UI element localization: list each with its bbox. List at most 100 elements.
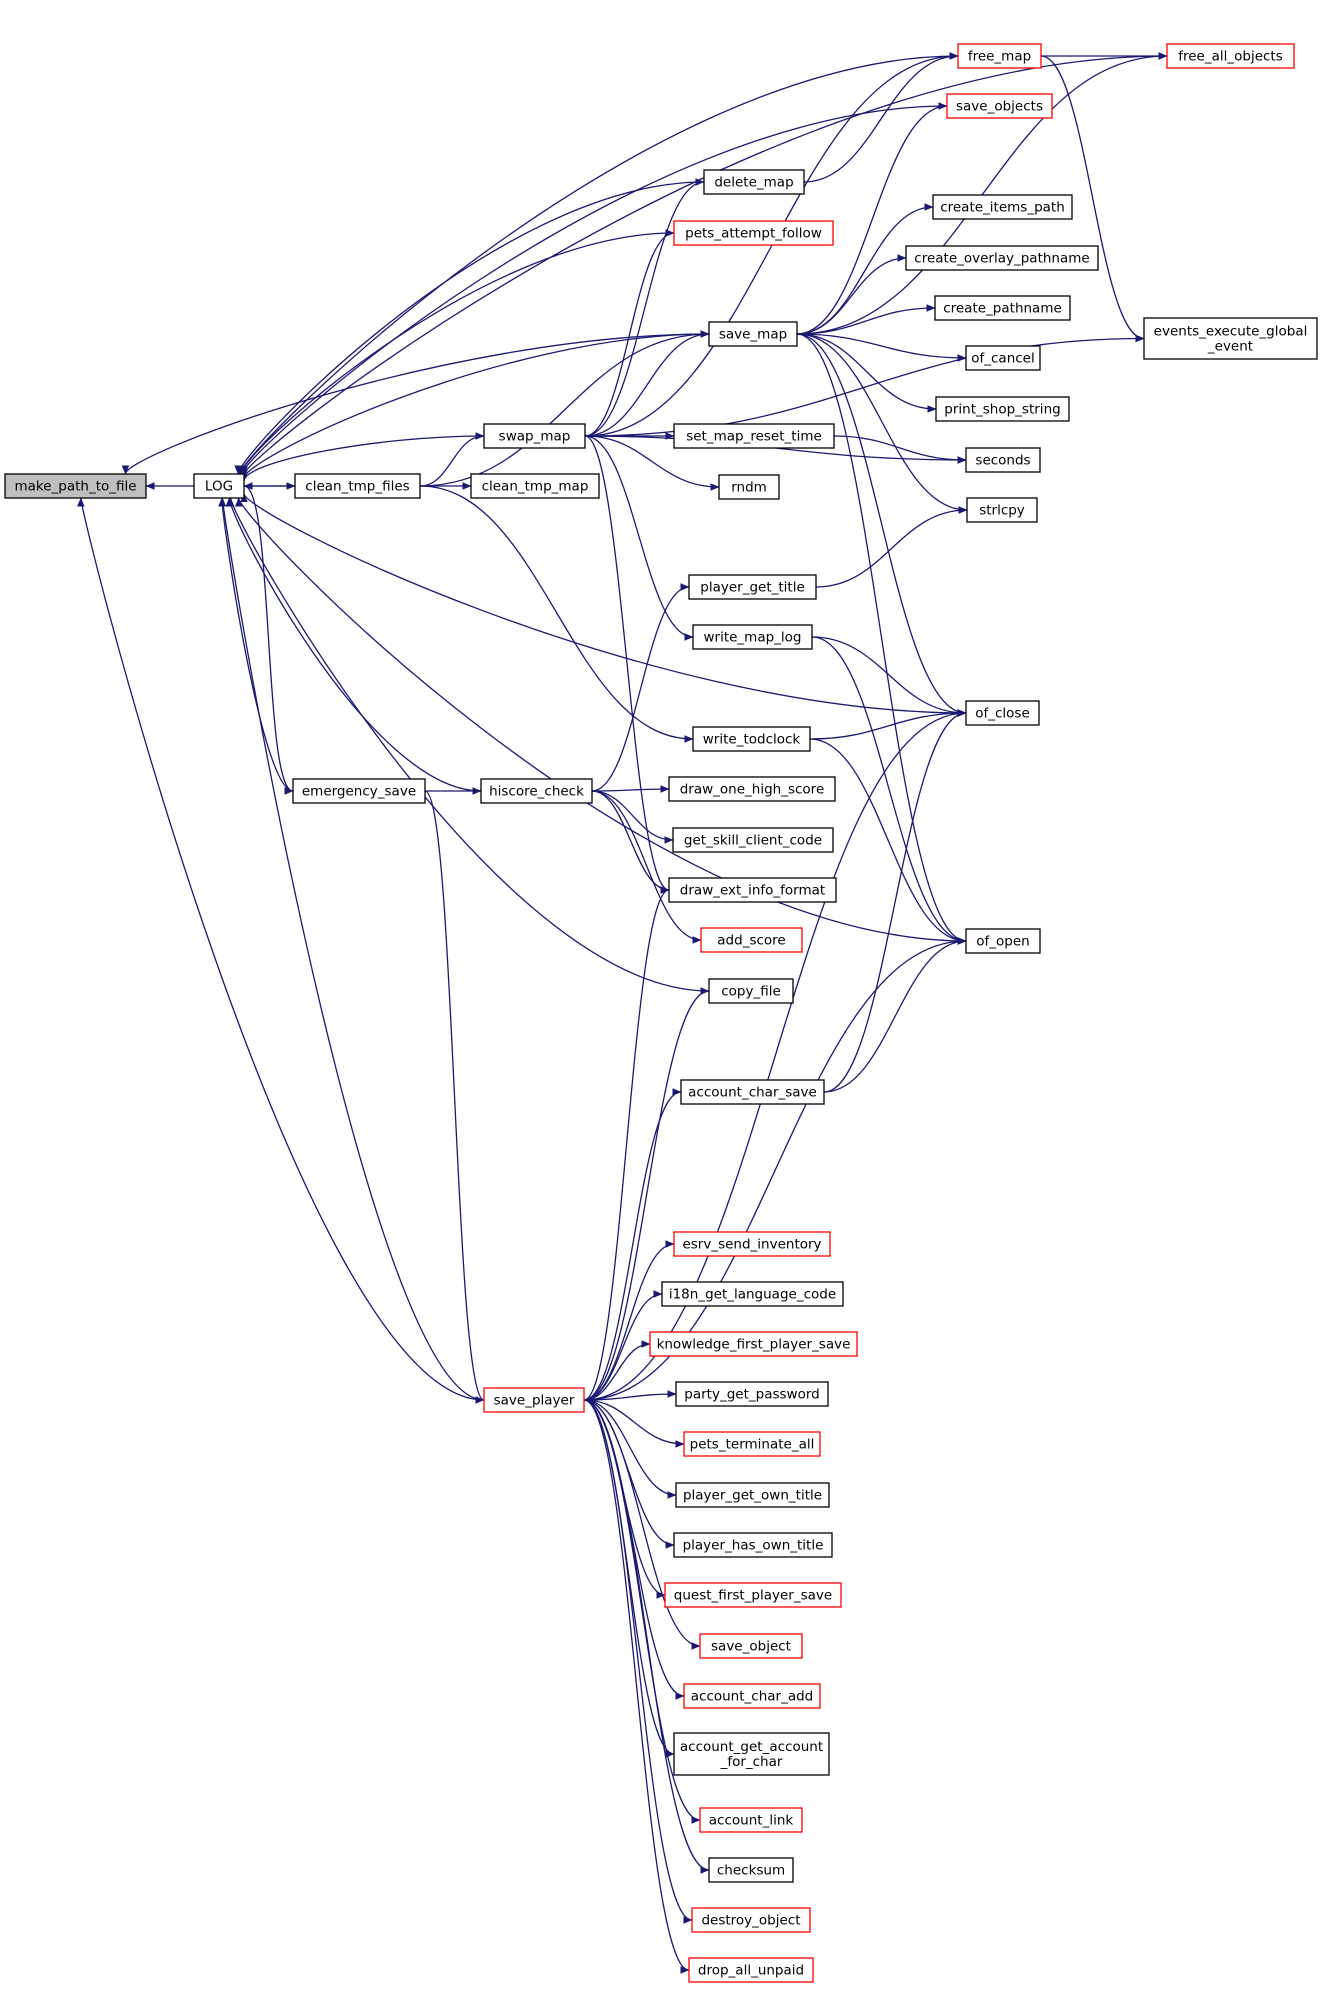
node-account_get_account_for_char[interactable]: account_get_account_for_char (673, 1732, 830, 1776)
node-player_get_title[interactable]: player_get_title (688, 574, 817, 600)
node-account_link[interactable]: account_link (699, 1807, 803, 1833)
node-checksum[interactable]: checksum (708, 1857, 794, 1883)
node-esrv_send_inventory[interactable]: esrv_send_inventory (673, 1231, 831, 1257)
node-label: free_map (968, 49, 1031, 65)
node-save_player[interactable]: save_player (483, 1387, 585, 1413)
node-box (470, 473, 600, 499)
node-quest_first_player_save[interactable]: quest_first_player_save (664, 1582, 842, 1608)
node-i18n_get_language_code[interactable]: i18n_get_language_code (661, 1281, 844, 1307)
edge-save_map-to-create_pathname (796, 304, 936, 335)
edge-save_player-to-make_path_to_file (77, 497, 485, 1401)
node-label: _event (1207, 339, 1253, 355)
node-label: pets_terminate_all (690, 1437, 815, 1453)
node-box (692, 726, 811, 752)
node-label: knowledge_first_player_save (657, 1337, 851, 1353)
edge-save_player-to-LOG (218, 497, 485, 1401)
node-box (483, 423, 586, 449)
node-account_char_add[interactable]: account_char_add (683, 1683, 821, 1709)
node-create_pathname[interactable]: create_pathname (934, 295, 1071, 321)
node-label: get_skill_client_code (684, 833, 822, 849)
node-pets_terminate_all[interactable]: pets_terminate_all (683, 1431, 821, 1457)
node-box (688, 574, 817, 600)
node-box (965, 447, 1041, 473)
node-of_cancel[interactable]: of_cancel (965, 345, 1041, 371)
node-box (661, 1281, 844, 1307)
edge-delete_map-to-free_map (803, 52, 959, 183)
node-box (673, 1532, 833, 1558)
node-LOG[interactable]: LOG (193, 473, 245, 499)
edge-save_map-to-save_objects (796, 102, 948, 335)
node-label: rndm (731, 480, 767, 496)
edge-player_get_title-to-strlcpy (815, 506, 968, 588)
node-box (673, 423, 835, 449)
node-emergency_save[interactable]: emergency_save (292, 778, 426, 804)
node-strlcpy[interactable]: strlcpy (966, 497, 1038, 523)
node-box (673, 1231, 831, 1257)
node-free_all_objects[interactable]: free_all_objects (1166, 43, 1295, 69)
edge-save_map-to-of_cancel (796, 333, 967, 362)
node-of_open[interactable]: of_open (965, 928, 1041, 954)
edge-save_player-to-drop_all_unpaid (583, 1399, 690, 1974)
node-events_execute_global_event[interactable]: events_execute_global_event (1143, 317, 1318, 360)
node-add_score[interactable]: add_score (700, 927, 803, 953)
node-print_shop_string[interactable]: print_shop_string (935, 396, 1070, 422)
node-write_map_log[interactable]: write_map_log (692, 624, 813, 650)
edge-save_map-to-of_open (796, 333, 967, 945)
node-free_map[interactable]: free_map (957, 43, 1042, 69)
edge-hiscore_check-to-get_skill_client_code (591, 790, 674, 844)
node-save_objects[interactable]: save_objects (946, 93, 1053, 119)
node-drop_all_unpaid[interactable]: drop_all_unpaid (688, 1957, 814, 1983)
edge-hiscore_check-to-draw_one_high_score (591, 785, 670, 793)
node-clean_tmp_map[interactable]: clean_tmp_map (470, 473, 600, 499)
node-knowledge_first_player_save[interactable]: knowledge_first_player_save (649, 1331, 858, 1357)
edge-clean_tmp_files-to-write_todclock (419, 485, 694, 743)
node-draw_one_high_score[interactable]: draw_one_high_score (668, 776, 836, 802)
node-account_char_save[interactable]: account_char_save (680, 1079, 825, 1105)
node-box (673, 1732, 830, 1776)
node-destroy_object[interactable]: destroy_object (691, 1907, 811, 1933)
edge-save_player-to-knowledge_first_player_save (583, 1340, 651, 1401)
node-box (708, 978, 794, 1004)
node-label: esrv_send_inventory (682, 1237, 821, 1253)
node-create_items_path[interactable]: create_items_path (932, 194, 1073, 220)
node-player_get_own_title[interactable]: player_get_own_title (675, 1482, 830, 1508)
node-clean_tmp_files[interactable]: clean_tmp_files (294, 473, 421, 499)
edge-of_close-to-LOG (240, 493, 967, 714)
node-of_close[interactable]: of_close (965, 700, 1040, 726)
node-label: create_overlay_pathname (914, 251, 1089, 267)
node-seconds[interactable]: seconds (965, 447, 1041, 473)
node-pets_attempt_follow[interactable]: pets_attempt_follow (673, 220, 834, 246)
node-copy_file[interactable]: copy_file (708, 978, 794, 1004)
edges-layer (77, 52, 1168, 1974)
edge-save_player-to-draw_ext_info_format (583, 886, 670, 1401)
node-rndm[interactable]: rndm (718, 474, 780, 500)
node-draw_ext_info_format[interactable]: draw_ext_info_format (668, 877, 837, 903)
node-box (1143, 317, 1318, 360)
node-label: events_execute_global (1154, 324, 1308, 340)
node-label: save_object (711, 1639, 791, 1655)
node-delete_map[interactable]: delete_map (703, 169, 805, 195)
node-create_overlay_pathname[interactable]: create_overlay_pathname (905, 245, 1099, 271)
node-get_skill_client_code[interactable]: get_skill_client_code (672, 827, 834, 853)
node-box (699, 1633, 803, 1659)
node-write_todclock[interactable]: write_todclock (692, 726, 811, 752)
node-box (294, 473, 421, 499)
node-save_object[interactable]: save_object (699, 1633, 803, 1659)
node-player_has_own_title[interactable]: player_has_own_title (673, 1532, 833, 1558)
edge-clean_tmp_files-to-save_map (419, 330, 710, 487)
node-party_get_password[interactable]: party_get_password (675, 1381, 829, 1407)
node-box (708, 321, 798, 347)
node-make_path_to_file[interactable]: make_path_to_file (4, 473, 147, 499)
edge-save_player-to-destroy_object (583, 1399, 693, 1924)
node-label: drop_all_unpaid (698, 1963, 804, 1979)
node-swap_map[interactable]: swap_map (483, 423, 586, 449)
node-label: player_has_own_title (683, 1538, 824, 1554)
node-save_map[interactable]: save_map (708, 321, 798, 347)
node-set_map_reset_time[interactable]: set_map_reset_time (673, 423, 835, 449)
node-hiscore_check[interactable]: hiscore_check (480, 778, 593, 804)
node-label: add_score (717, 933, 785, 949)
node-box (699, 1807, 803, 1833)
node-box (966, 497, 1038, 523)
edge-save_map-to-make_path_to_file (121, 333, 710, 475)
edge-write_todclock-to-of_open (809, 738, 967, 945)
